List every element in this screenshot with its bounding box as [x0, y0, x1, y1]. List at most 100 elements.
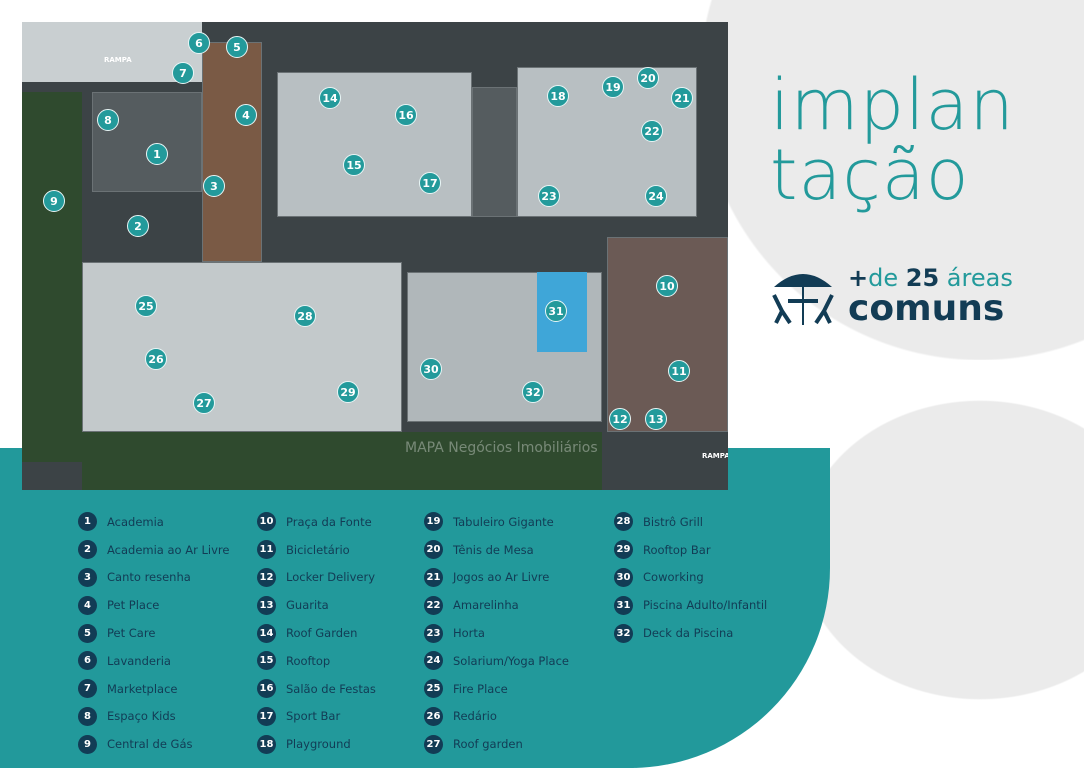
legend-label: Academia ao Ar Livre	[107, 542, 230, 557]
legend-number: 28	[614, 512, 633, 532]
legend-label: Roof Garden	[286, 626, 358, 641]
legend-label: Fire Place	[453, 681, 508, 696]
legend-column: 28 Bistrô Grill 29 Rooftop Bar 30 Coworking 31…	[614, 508, 767, 647]
area-marker-27: 27	[193, 392, 215, 414]
legend-number: 19	[424, 512, 443, 532]
legend-label: Coworking	[643, 570, 704, 585]
area-marker-5: 5	[226, 36, 248, 58]
area-marker-18: 18	[547, 85, 569, 107]
legend-number: 2	[78, 540, 97, 560]
legend-label: Rooftop Bar	[643, 542, 711, 557]
legend-item: 11 Bicicletário	[257, 536, 376, 564]
legend-number: 1	[78, 512, 97, 532]
building-block	[202, 42, 262, 262]
legend-label: Tabuleiro Gigante	[453, 514, 554, 529]
legend-label: Locker Delivery	[286, 570, 376, 585]
badge-suffix: áreas	[946, 264, 1013, 292]
legend-number: 32	[614, 623, 633, 643]
area-marker-22: 22	[641, 120, 663, 142]
building-block	[82, 262, 402, 432]
legend-label: Solarium/Yoga Place	[453, 653, 569, 668]
area-marker-10: 10	[656, 275, 678, 297]
legend-number: 22	[424, 595, 443, 615]
area-marker-14: 14	[319, 87, 341, 109]
legend-label: Central de Gás	[107, 737, 193, 752]
legend-label: Redário	[453, 709, 497, 724]
bg-circle	[800, 400, 1084, 700]
legend-item: 19 Tabuleiro Gigante	[424, 508, 569, 536]
legend-number: 9	[78, 734, 97, 754]
area-marker-2: 2	[127, 215, 149, 237]
legend-item: 26 Redário	[424, 703, 569, 731]
legend-number: 29	[614, 540, 633, 560]
legend-label: Horta	[453, 626, 485, 641]
garden	[82, 432, 602, 490]
area-marker-8: 8	[97, 109, 119, 131]
legend-label: Canto resenha	[107, 570, 191, 585]
legend-label: Marketplace	[107, 681, 178, 696]
legend-item: 22 Amarelinha	[424, 591, 569, 619]
legend-item: 20 Tênis de Mesa	[424, 536, 569, 564]
area-marker-1: 1	[146, 143, 168, 165]
area-marker-32: 32	[522, 381, 544, 403]
legend-label: Deck da Piscina	[643, 626, 734, 641]
legend-label: Lavanderia	[107, 653, 171, 668]
legend-label: Roof garden	[453, 737, 523, 752]
legend-item: 29 Rooftop Bar	[614, 536, 767, 564]
legend-number: 3	[78, 567, 97, 587]
legend-label: Salão de Festas	[286, 681, 376, 696]
legend-number: 8	[78, 706, 97, 726]
title-line-2: tação	[770, 134, 970, 216]
legend-number: 26	[424, 706, 443, 726]
title-line-1: implan	[770, 64, 1015, 146]
legend-label: Rooftop	[286, 653, 331, 668]
badge-line2: comuns	[848, 288, 1005, 329]
legend-item: 2 Academia ao Ar Livre	[78, 536, 229, 564]
bg-circle	[700, 0, 1084, 360]
legend-number: 11	[257, 540, 276, 560]
area-marker-11: 11	[668, 360, 690, 382]
legend-item: 30 Coworking	[614, 564, 767, 592]
watermark: MAPA Negócios Imobiliários	[405, 440, 598, 456]
legend-number: 6	[78, 651, 97, 671]
building-block	[92, 92, 202, 192]
legend-number: 31	[614, 595, 633, 615]
legend-label: Bicicletário	[286, 542, 350, 557]
area-marker-19: 19	[602, 76, 624, 98]
legend-label: Playground	[286, 737, 351, 752]
page-title: implan tação	[770, 70, 1015, 210]
legend-label: Bistrô Grill	[643, 514, 703, 529]
legend-label: Jogos ao Ar Livre	[453, 570, 550, 585]
garden	[22, 92, 82, 462]
legend-label: Amarelinha	[453, 598, 519, 613]
area-marker-9: 9	[43, 190, 65, 212]
area-marker-28: 28	[294, 305, 316, 327]
area-marker-7: 7	[172, 62, 194, 84]
legend-number: 30	[614, 567, 633, 587]
legend-number: 20	[424, 540, 443, 560]
area-marker-17: 17	[419, 172, 441, 194]
area-marker-3: 3	[203, 175, 225, 197]
area-marker-6: 6	[188, 32, 210, 54]
legend-number: 24	[424, 651, 443, 671]
legend-label: Guarita	[286, 598, 329, 613]
area-marker-20: 20	[637, 67, 659, 89]
legend-label: Tênis de Mesa	[453, 542, 534, 557]
area-marker-16: 16	[395, 104, 417, 126]
common-areas-badge: +de 25 áreas comuns	[770, 265, 1013, 327]
